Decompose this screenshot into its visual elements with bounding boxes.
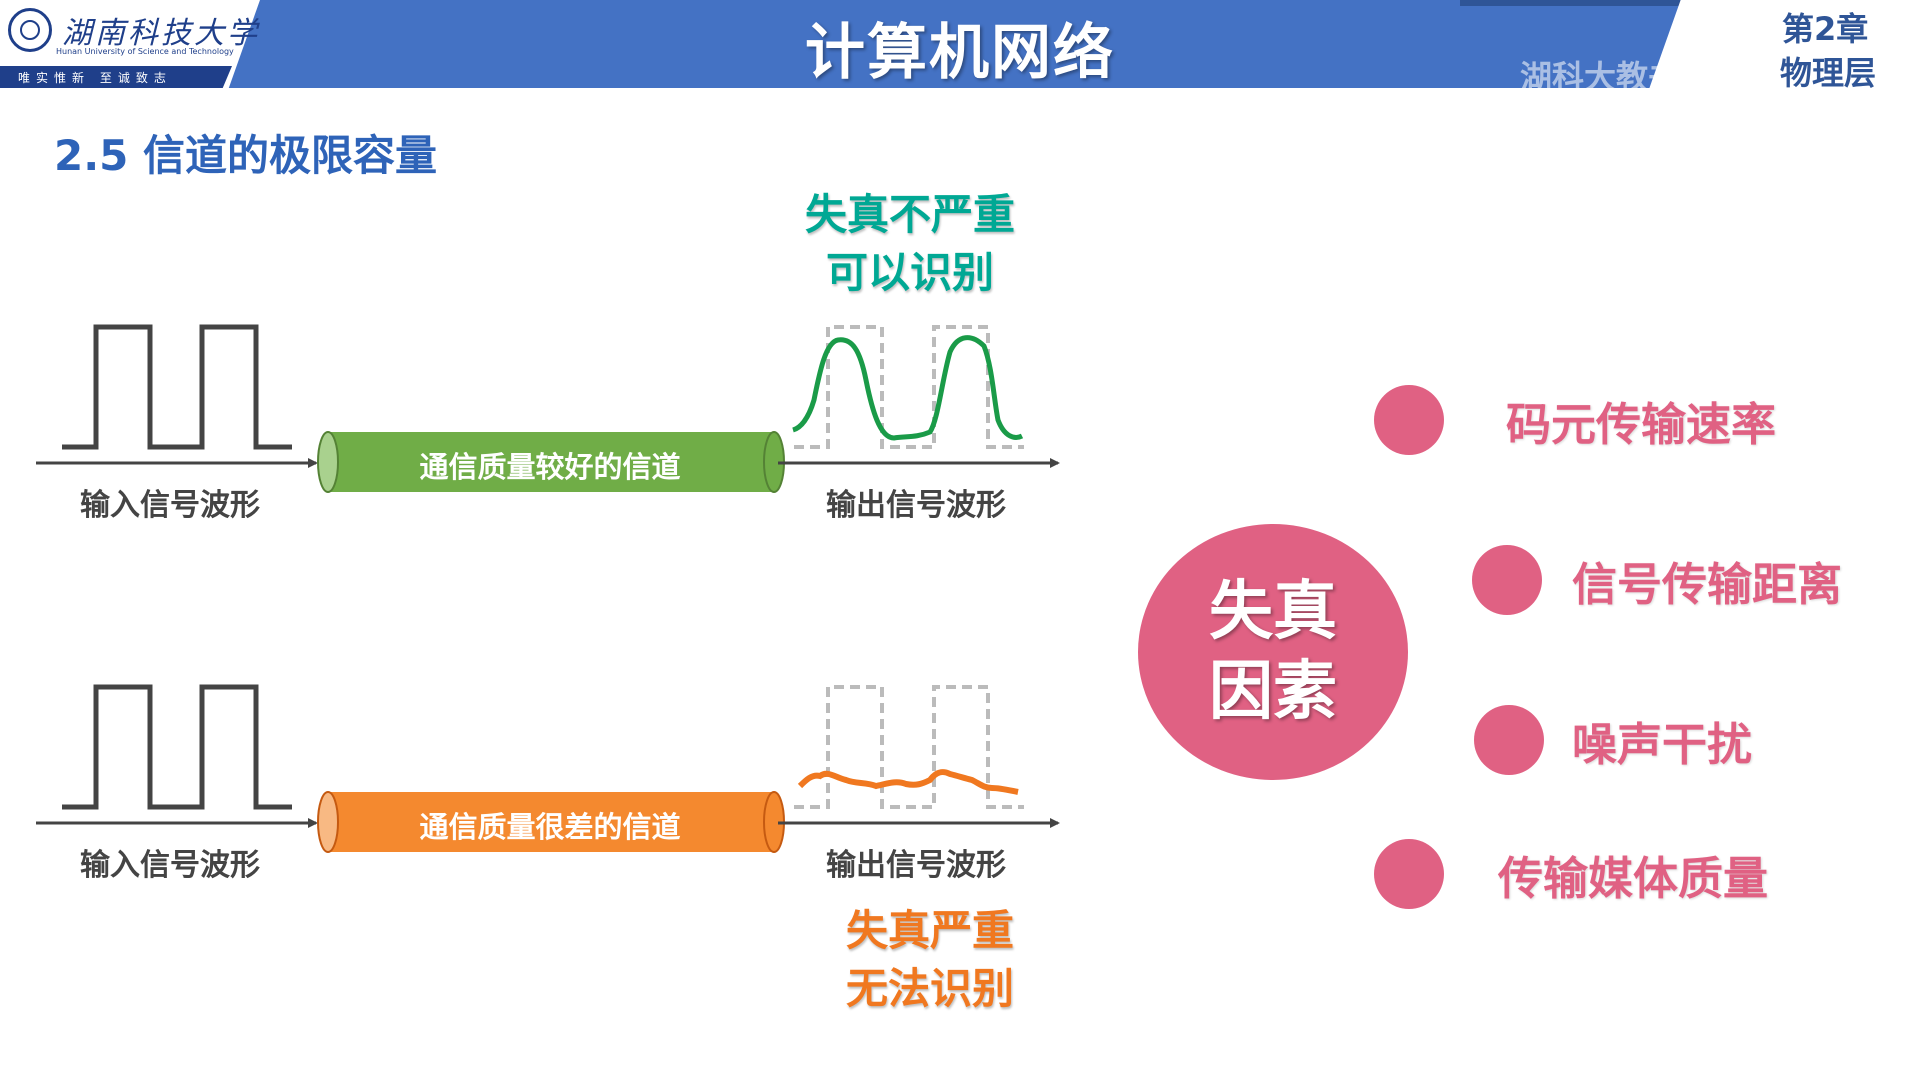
section-title: 2.5 信道的极限容量 — [54, 131, 438, 180]
bad-channel-pipe — [317, 791, 785, 853]
bad-output-label: 输出信号波形 — [826, 848, 1006, 883]
factor-bullet-1 — [1374, 385, 1444, 455]
chapter-panel — [1648, 0, 1920, 92]
good-reference-waveform — [794, 325, 1024, 449]
chapter-name: 物理层 — [1780, 54, 1877, 92]
university-english-name: Hunan University of Science and Technolo… — [56, 47, 234, 56]
good-input-label: 输入信号波形 — [80, 488, 260, 523]
chapter-number: 第2章 — [1782, 10, 1869, 48]
factor-symbol-rate: 码元传输速率 — [1506, 398, 1777, 451]
bad-channel-label: 通信质量很差的信道 — [419, 810, 681, 844]
good-note-line1: 失真不严重 — [804, 190, 1015, 239]
good-output-waveform — [792, 335, 1024, 441]
factor-bullet-2 — [1472, 545, 1542, 615]
center-line1: 失真 — [1209, 575, 1337, 649]
good-distortion-note: 失真不严重 可以识别 — [780, 186, 1040, 302]
distortion-center-circle — [1138, 524, 1408, 780]
distortion-center-text: 失真 因素 — [1138, 572, 1408, 732]
good-note-line2: 可以识别 — [825, 248, 994, 297]
good-channel-label: 通信质量较好的信道 — [419, 450, 681, 484]
factor-bullet-4 — [1374, 839, 1444, 909]
factor-medium-quality: 传输媒体质量 — [1498, 852, 1769, 905]
header-bar — [0, 0, 1920, 88]
course-title: 计算机网络 — [805, 18, 1115, 88]
university-name: 湖南科技大学 — [62, 16, 260, 51]
center-line2: 因素 — [1209, 655, 1337, 729]
bad-note-line1: 失真严重 — [845, 906, 1014, 955]
bad-output-waveform — [797, 769, 1019, 795]
factor-transmission-distance: 信号传输距离 — [1572, 558, 1843, 611]
good-input-waveform — [62, 324, 292, 450]
bad-reference-waveform — [794, 685, 1024, 809]
good-channel-pipe — [317, 431, 785, 493]
good-output-label: 输出信号波形 — [826, 488, 1006, 523]
bad-input-label: 输入信号波形 — [80, 848, 260, 883]
header-accent-bar — [1460, 0, 1690, 6]
factor-noise: 噪声干扰 — [1572, 718, 1753, 771]
factor-bullet-3 — [1474, 705, 1544, 775]
university-motto: 唯实惟新 至诚致志 — [18, 71, 172, 85]
motto-bar — [0, 66, 232, 88]
bad-note-line2: 无法识别 — [845, 964, 1014, 1013]
university-seal-icon — [8, 8, 52, 52]
bad-input-waveform — [62, 684, 292, 810]
bad-distortion-note: 失真严重 无法识别 — [820, 902, 1040, 1018]
